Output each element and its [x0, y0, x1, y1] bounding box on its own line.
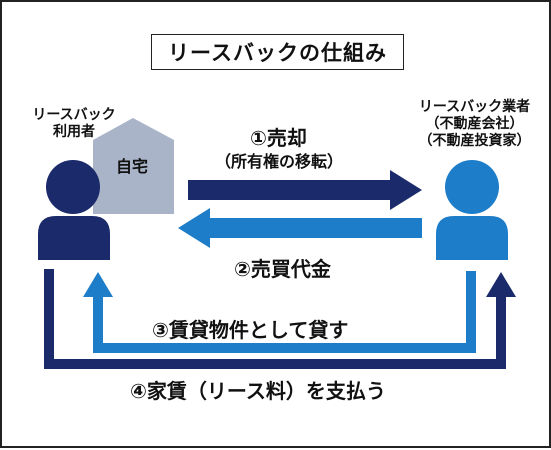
house-icon: [93, 118, 174, 214]
house-label: 自宅: [116, 157, 149, 176]
user-label-line1: リースバック: [32, 107, 116, 123]
step-4-label: ④家賃（リース料）を支払う: [130, 379, 386, 403]
company-label-line2: （不動産会社）: [425, 116, 524, 132]
user-label-line2: 利用者: [53, 124, 95, 140]
user-label: リースバック 利用者: [24, 107, 124, 141]
company-label-line3: （不動産投資家）: [418, 133, 531, 149]
rent-arrow: [44, 269, 516, 369]
user-person-icon: [38, 160, 110, 260]
company-person-icon: [436, 160, 508, 260]
lease-arrow: [83, 271, 476, 353]
step-3-label: ③賃貸物件として貸す: [152, 318, 349, 342]
step-2-label: ②売買代金: [234, 257, 331, 281]
sale-arrow: [188, 170, 422, 210]
company-label-line1: リースバック業者: [418, 99, 531, 115]
diagram-title: リースバックの仕組み: [151, 34, 404, 70]
company-label: リースバック業者 （不動産会社） （不動産投資家）: [402, 99, 547, 150]
step-1-sublabel: （所有権の移転）: [215, 152, 344, 171]
payment-arrow: [178, 208, 422, 248]
step-1-label: ①売却: [250, 126, 307, 150]
